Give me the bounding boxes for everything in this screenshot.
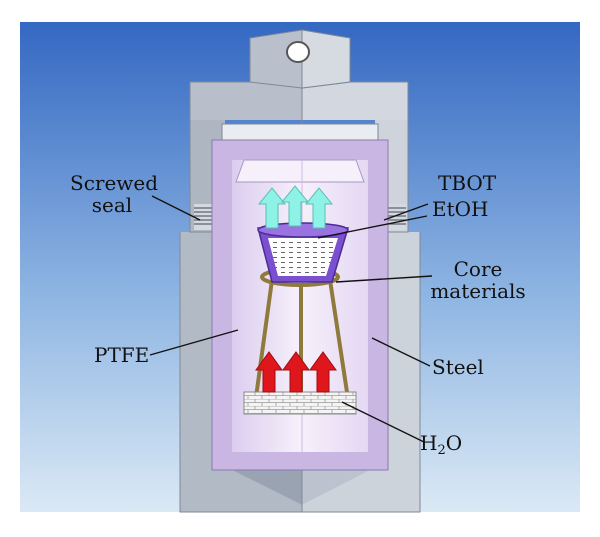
label-core-materials: Core materials [430,258,526,302]
label-screwed-seal-line2: seal [91,193,133,217]
label-screwed-seal: Screwed seal [70,171,159,217]
leader-ptfe [149,329,239,356]
label-screwed-seal-line1: Screwed [70,171,159,195]
up-arrow-icon [257,185,334,229]
label-core-materials-line1: Core [453,257,503,281]
leader-lines [149,195,433,443]
leader-core-materials [335,275,433,283]
label-h2o-h: H [420,431,438,455]
label-h2o: H2O [420,432,462,462]
label-h2o-subscript: 2 [437,443,446,458]
precursor-cup [257,222,350,283]
label-ptfe: PTFE [94,343,150,367]
label-core-materials-line2: materials [430,279,526,303]
label-h2o-o: O [445,431,463,455]
label-steel: Steel [432,355,484,379]
ring-icon [249,29,351,89]
leader-screwed-seal [151,195,201,221]
leader-steel [371,337,431,367]
label-tbot: TBOT [438,171,497,195]
water-layer [243,391,357,415]
up-arrow-icon [255,351,337,393]
label-etoh: EtOH [432,197,489,221]
leader-tbot [383,203,429,221]
leader-h2o [341,401,425,443]
leader-etoh [317,215,428,239]
